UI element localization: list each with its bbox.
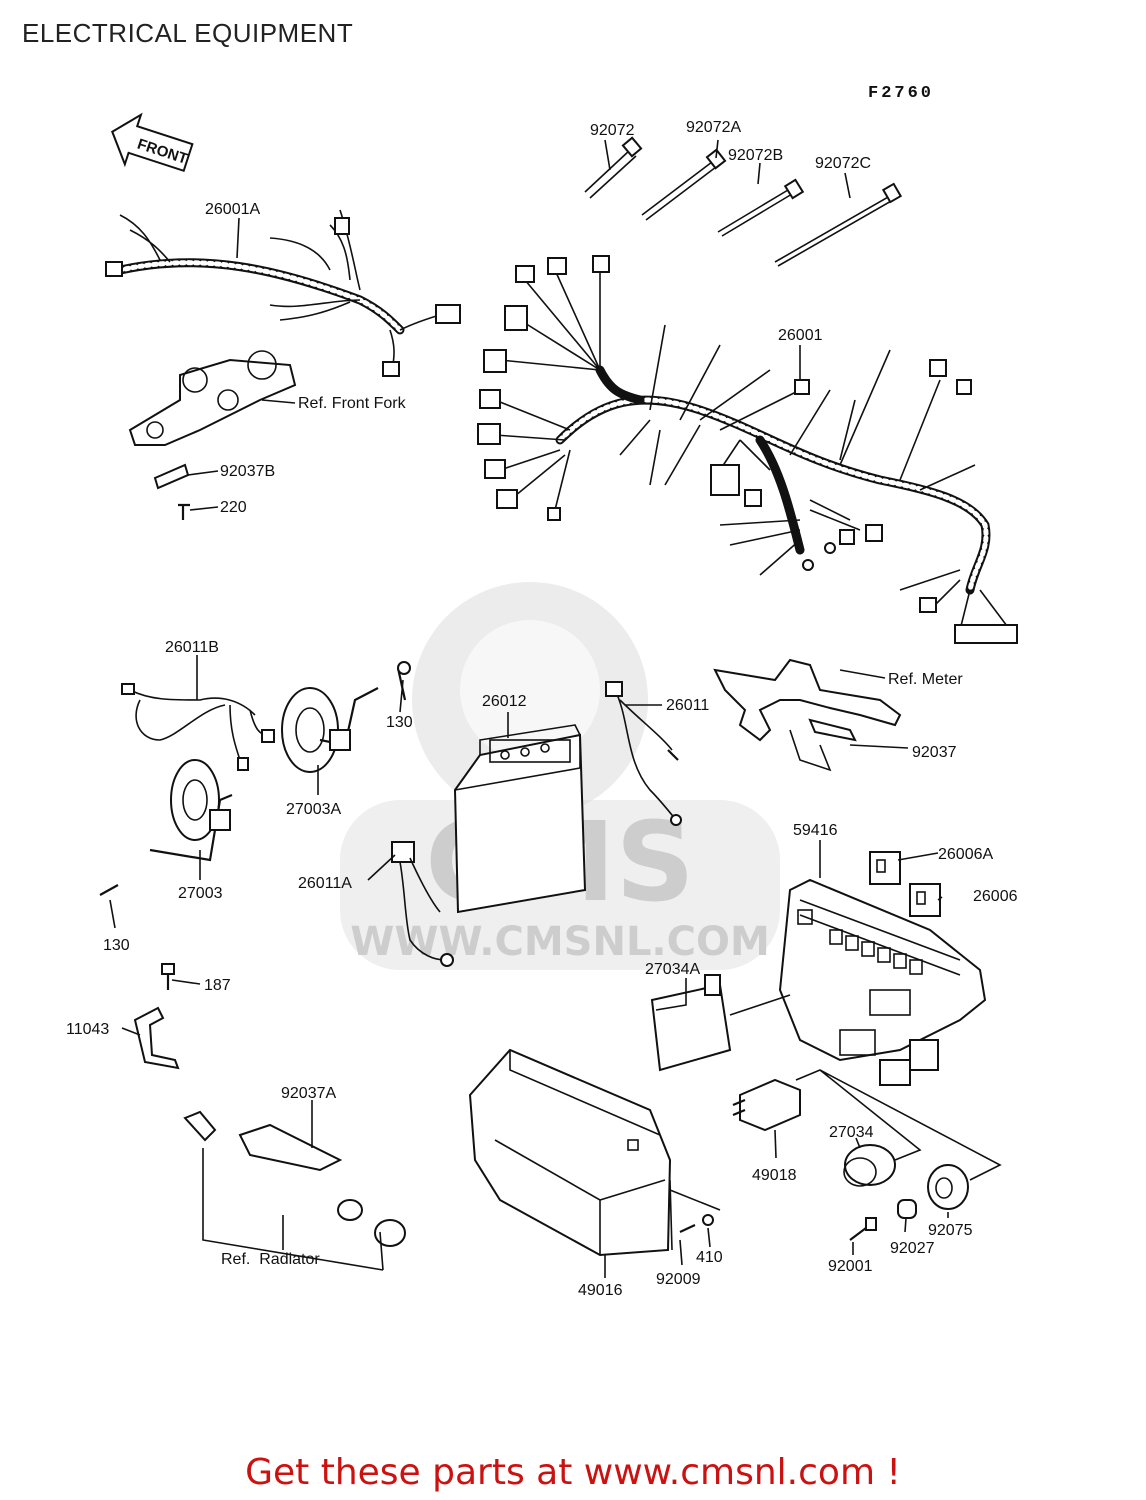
grommet-92075 — [927, 1164, 969, 1210]
label-220: 220 — [220, 499, 247, 516]
label-92001: 92001 — [828, 1258, 873, 1275]
parts-diagram: CMS WWW.CMSNL.COM FRONT — [66, 112, 1018, 1299]
leader-lines — [109, 217, 1002, 1278]
label-59416: 59416 — [793, 822, 838, 839]
front-fork-bracket — [128, 350, 297, 520]
part-labels: 92072 92072A 92072B 92072C 26001A 26001 … — [66, 119, 1018, 1299]
label-26006: 26006 — [973, 888, 1018, 905]
label-26001A: 26001A — [205, 201, 260, 218]
page-title: ELECTRICAL EQUIPMENT — [22, 18, 354, 48]
label-27034: 27034 — [829, 1124, 874, 1141]
radiator-bracket-92037A — [183, 1110, 406, 1247]
fuse-26006A — [869, 851, 901, 885]
label-92075: 92075 — [928, 1222, 973, 1239]
label-27003A: 27003A — [286, 801, 341, 818]
screw-92009 — [679, 1214, 714, 1233]
label-26011A: 26011A — [298, 875, 352, 892]
label-26011: 26011 — [666, 697, 709, 714]
bolt-92001 — [849, 1217, 877, 1241]
label-49016: 49016 — [578, 1282, 623, 1299]
label-92027: 92027 — [890, 1240, 935, 1257]
label-26012: 26012 — [482, 693, 527, 710]
horn-27003A — [281, 661, 411, 773]
battery-26012 — [453, 724, 587, 914]
label-26006A: 26006A — [938, 846, 993, 863]
label-ref-radiator: Ref. Radiator — [221, 1251, 320, 1268]
meter-bracket — [713, 658, 902, 772]
label-92037B: 92037B — [220, 463, 275, 480]
front-arrow-icon: FRONT — [111, 112, 194, 173]
label-130-top: 130 — [386, 714, 413, 731]
label-92037: 92037 — [912, 744, 957, 761]
relay-27034 — [843, 1144, 896, 1187]
fuse-26006 — [909, 883, 941, 917]
main-harness-26001 — [477, 255, 1018, 644]
junction-box-59416 — [778, 878, 987, 1086]
cover-49016 — [468, 1048, 672, 1257]
label-49018: 49018 — [752, 1167, 797, 1184]
label-410: 410 — [696, 1249, 723, 1266]
label-27034A: 27034A — [645, 961, 700, 978]
battery-lead-26011A — [391, 841, 454, 967]
collar-92027 — [897, 1199, 917, 1219]
label-ref-meter: Ref. Meter — [888, 671, 963, 688]
label-92072A: 92072A — [686, 119, 741, 136]
label-92072: 92072 — [590, 122, 635, 139]
label-187: 187 — [204, 977, 231, 994]
horn-lead-26011B — [121, 683, 275, 771]
label-92009: 92009 — [656, 1271, 701, 1288]
diagram-code: F2760 — [868, 84, 935, 103]
bracket-11043 — [133, 963, 180, 1070]
label-26011B: 26011B — [165, 639, 219, 656]
cable-ties — [584, 136, 903, 267]
label-130-bottom: 130 — [103, 937, 130, 954]
watermark-url: WWW.CMSNL.COM — [350, 919, 770, 965]
footer-promo-link[interactable]: Get these parts at www.cmsnl.com ! — [245, 1452, 901, 1493]
label-11043: 11043 — [66, 1021, 109, 1038]
label-92072B: 92072B — [728, 147, 783, 164]
horn-27003 — [99, 759, 233, 896]
relay-49018 — [732, 1078, 801, 1132]
label-26001: 26001 — [778, 327, 823, 344]
label-27003: 27003 — [178, 885, 223, 902]
label-ref-front-fork: Ref. Front Fork — [298, 395, 407, 412]
label-92072C: 92072C — [815, 155, 871, 172]
relay-27034A — [650, 974, 732, 1072]
sub-harness-26001A — [105, 209, 461, 377]
label-92037A: 92037A — [281, 1085, 336, 1102]
